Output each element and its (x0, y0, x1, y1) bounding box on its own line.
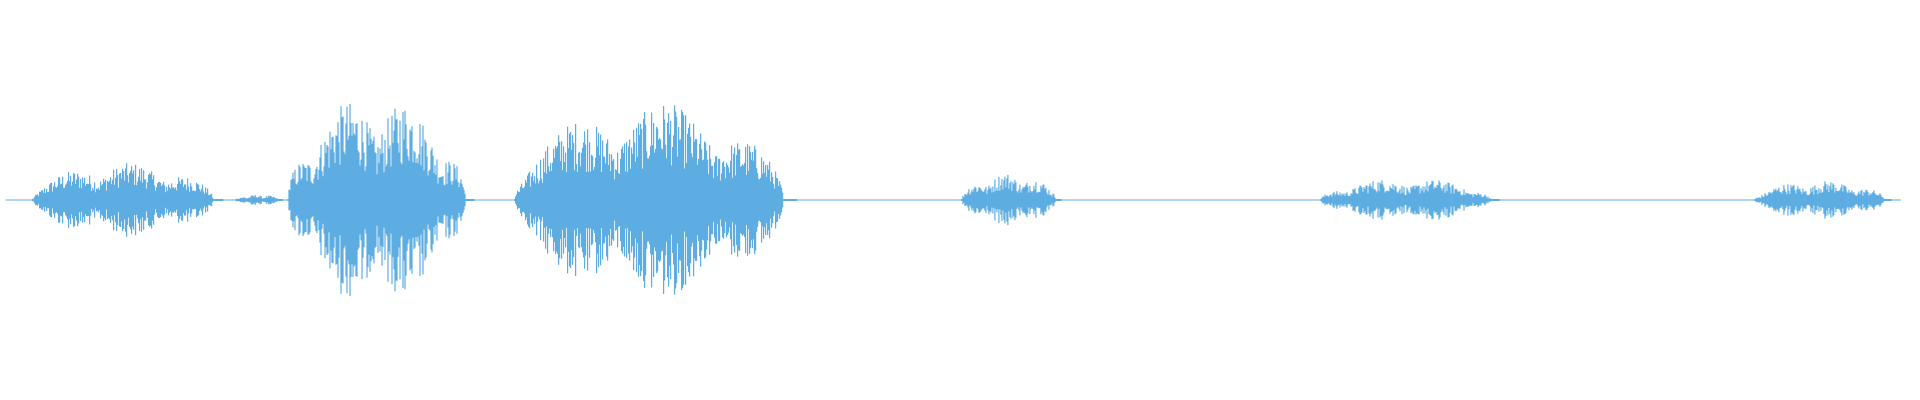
waveform-segment (1754, 181, 1892, 219)
waveform-segment (1320, 180, 1500, 220)
waveform-segment (235, 195, 283, 205)
waveform-bars (5, 104, 1901, 296)
waveform-segment (287, 104, 475, 296)
waveform-segment (32, 163, 224, 237)
waveform-segment (514, 105, 798, 295)
waveform-segment (961, 174, 1062, 226)
